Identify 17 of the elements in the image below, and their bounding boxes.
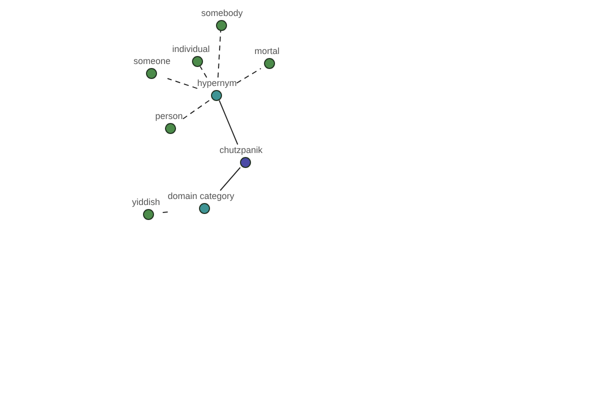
node-label: domain category: [168, 190, 234, 202]
dashed-connector: [160, 212, 168, 214]
node-label: hypernym: [197, 78, 237, 88]
node-label: somebody: [201, 8, 243, 18]
dashed-connector: [182, 100, 210, 120]
connector: [218, 100, 238, 145]
dashed-connector: [218, 30, 222, 78]
dashed-connector: [236, 68, 262, 84]
connector: [220, 167, 241, 191]
node-label: someone: [133, 56, 171, 66]
node-label: mortal: [254, 46, 280, 56]
node-label: person: [155, 110, 183, 122]
node-label: yiddish: [132, 196, 160, 208]
node-label: individual: [172, 44, 210, 54]
dashed-connector: [167, 78, 198, 89]
dashed-connector: [200, 66, 208, 78]
node-label: chutzpanik: [219, 144, 263, 156]
